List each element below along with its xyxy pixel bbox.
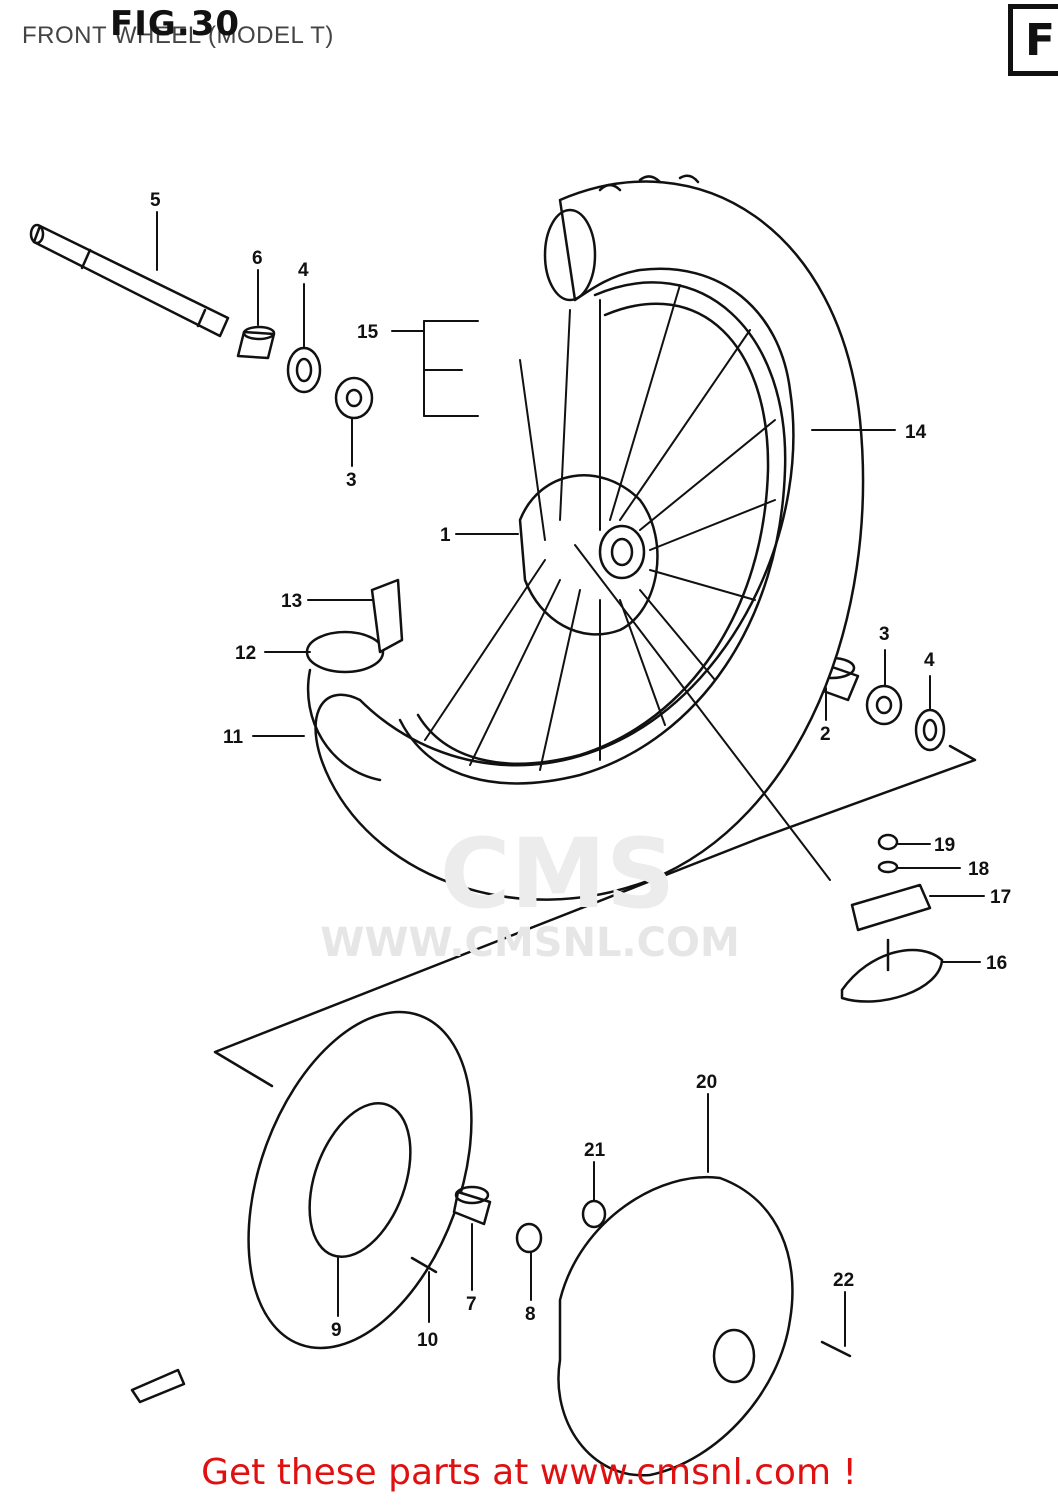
assembly-line-upper <box>758 744 977 840</box>
callout-18: 18 <box>968 859 989 880</box>
watermark-url: WWW.CMSNL.COM <box>320 920 740 966</box>
section-tab: F <box>1008 4 1058 76</box>
rim-lock <box>840 938 944 1003</box>
assembly-line-lower <box>213 836 762 1088</box>
callout-13: 13 <box>281 591 302 612</box>
callout-2: 2 <box>820 724 831 745</box>
watermark-brand: CMS <box>440 818 676 930</box>
cover-nut <box>581 1199 607 1229</box>
tyre <box>314 174 865 901</box>
callout-3-left: 3 <box>346 470 357 491</box>
callout-15: 15 <box>357 322 379 343</box>
bearing-left <box>334 376 374 420</box>
callout-labels: 1 2 3 3 4 4 5 6 7 8 9 10 11 12 13 14 15 … <box>150 190 1011 1351</box>
disc-bolt <box>410 1256 438 1274</box>
callout-5: 5 <box>150 190 161 211</box>
front-axle <box>29 223 230 338</box>
figure-number: FIG.30 <box>110 4 241 44</box>
footer-cta-link[interactable]: Get these parts at www.cmsnl.com ! <box>201 1452 857 1493</box>
rim-lock-block <box>850 883 932 932</box>
oil-seal-right <box>914 708 946 752</box>
axle-collar <box>236 325 276 360</box>
disc-collar <box>452 1185 492 1226</box>
callout-11: 11 <box>223 727 244 748</box>
callout-10: 10 <box>417 1330 438 1351</box>
callout-20: 20 <box>696 1072 717 1093</box>
callout-21: 21 <box>584 1140 606 1161</box>
bearing-right <box>865 684 903 726</box>
callout-17: 17 <box>990 887 1011 908</box>
callout-8: 8 <box>525 1304 536 1325</box>
callout-19: 19 <box>934 835 955 856</box>
callout-14: 14 <box>905 422 927 443</box>
callout-3-right: 3 <box>879 624 890 645</box>
callout-4-right: 4 <box>924 650 935 671</box>
section-letter: F <box>1025 15 1056 66</box>
callout-1: 1 <box>440 525 451 546</box>
washer <box>877 860 899 874</box>
wheel-hub <box>518 474 659 636</box>
callout-16: 16 <box>986 953 1007 974</box>
spokes <box>424 284 831 881</box>
nut <box>877 833 899 851</box>
callout-12: 12 <box>235 643 256 664</box>
cover-bolt <box>820 1340 852 1358</box>
rim <box>398 281 787 785</box>
callout-6: 6 <box>252 248 263 269</box>
front-arrow <box>130 1368 186 1404</box>
rim-band <box>370 578 404 654</box>
oil-seal-left <box>286 346 322 394</box>
leader-lines <box>156 211 985 1347</box>
callout-4-left: 4 <box>298 260 309 281</box>
brake-disc <box>247 1010 473 1350</box>
disc-nut <box>515 1222 543 1254</box>
inner-tube <box>305 630 385 782</box>
callout-9: 9 <box>331 1320 342 1341</box>
page-title: FRONT WHEEL (MODEL T) <box>22 22 334 49</box>
disc-cover <box>557 1175 794 1477</box>
callout-7: 7 <box>466 1294 477 1315</box>
callout-22: 22 <box>833 1270 854 1291</box>
